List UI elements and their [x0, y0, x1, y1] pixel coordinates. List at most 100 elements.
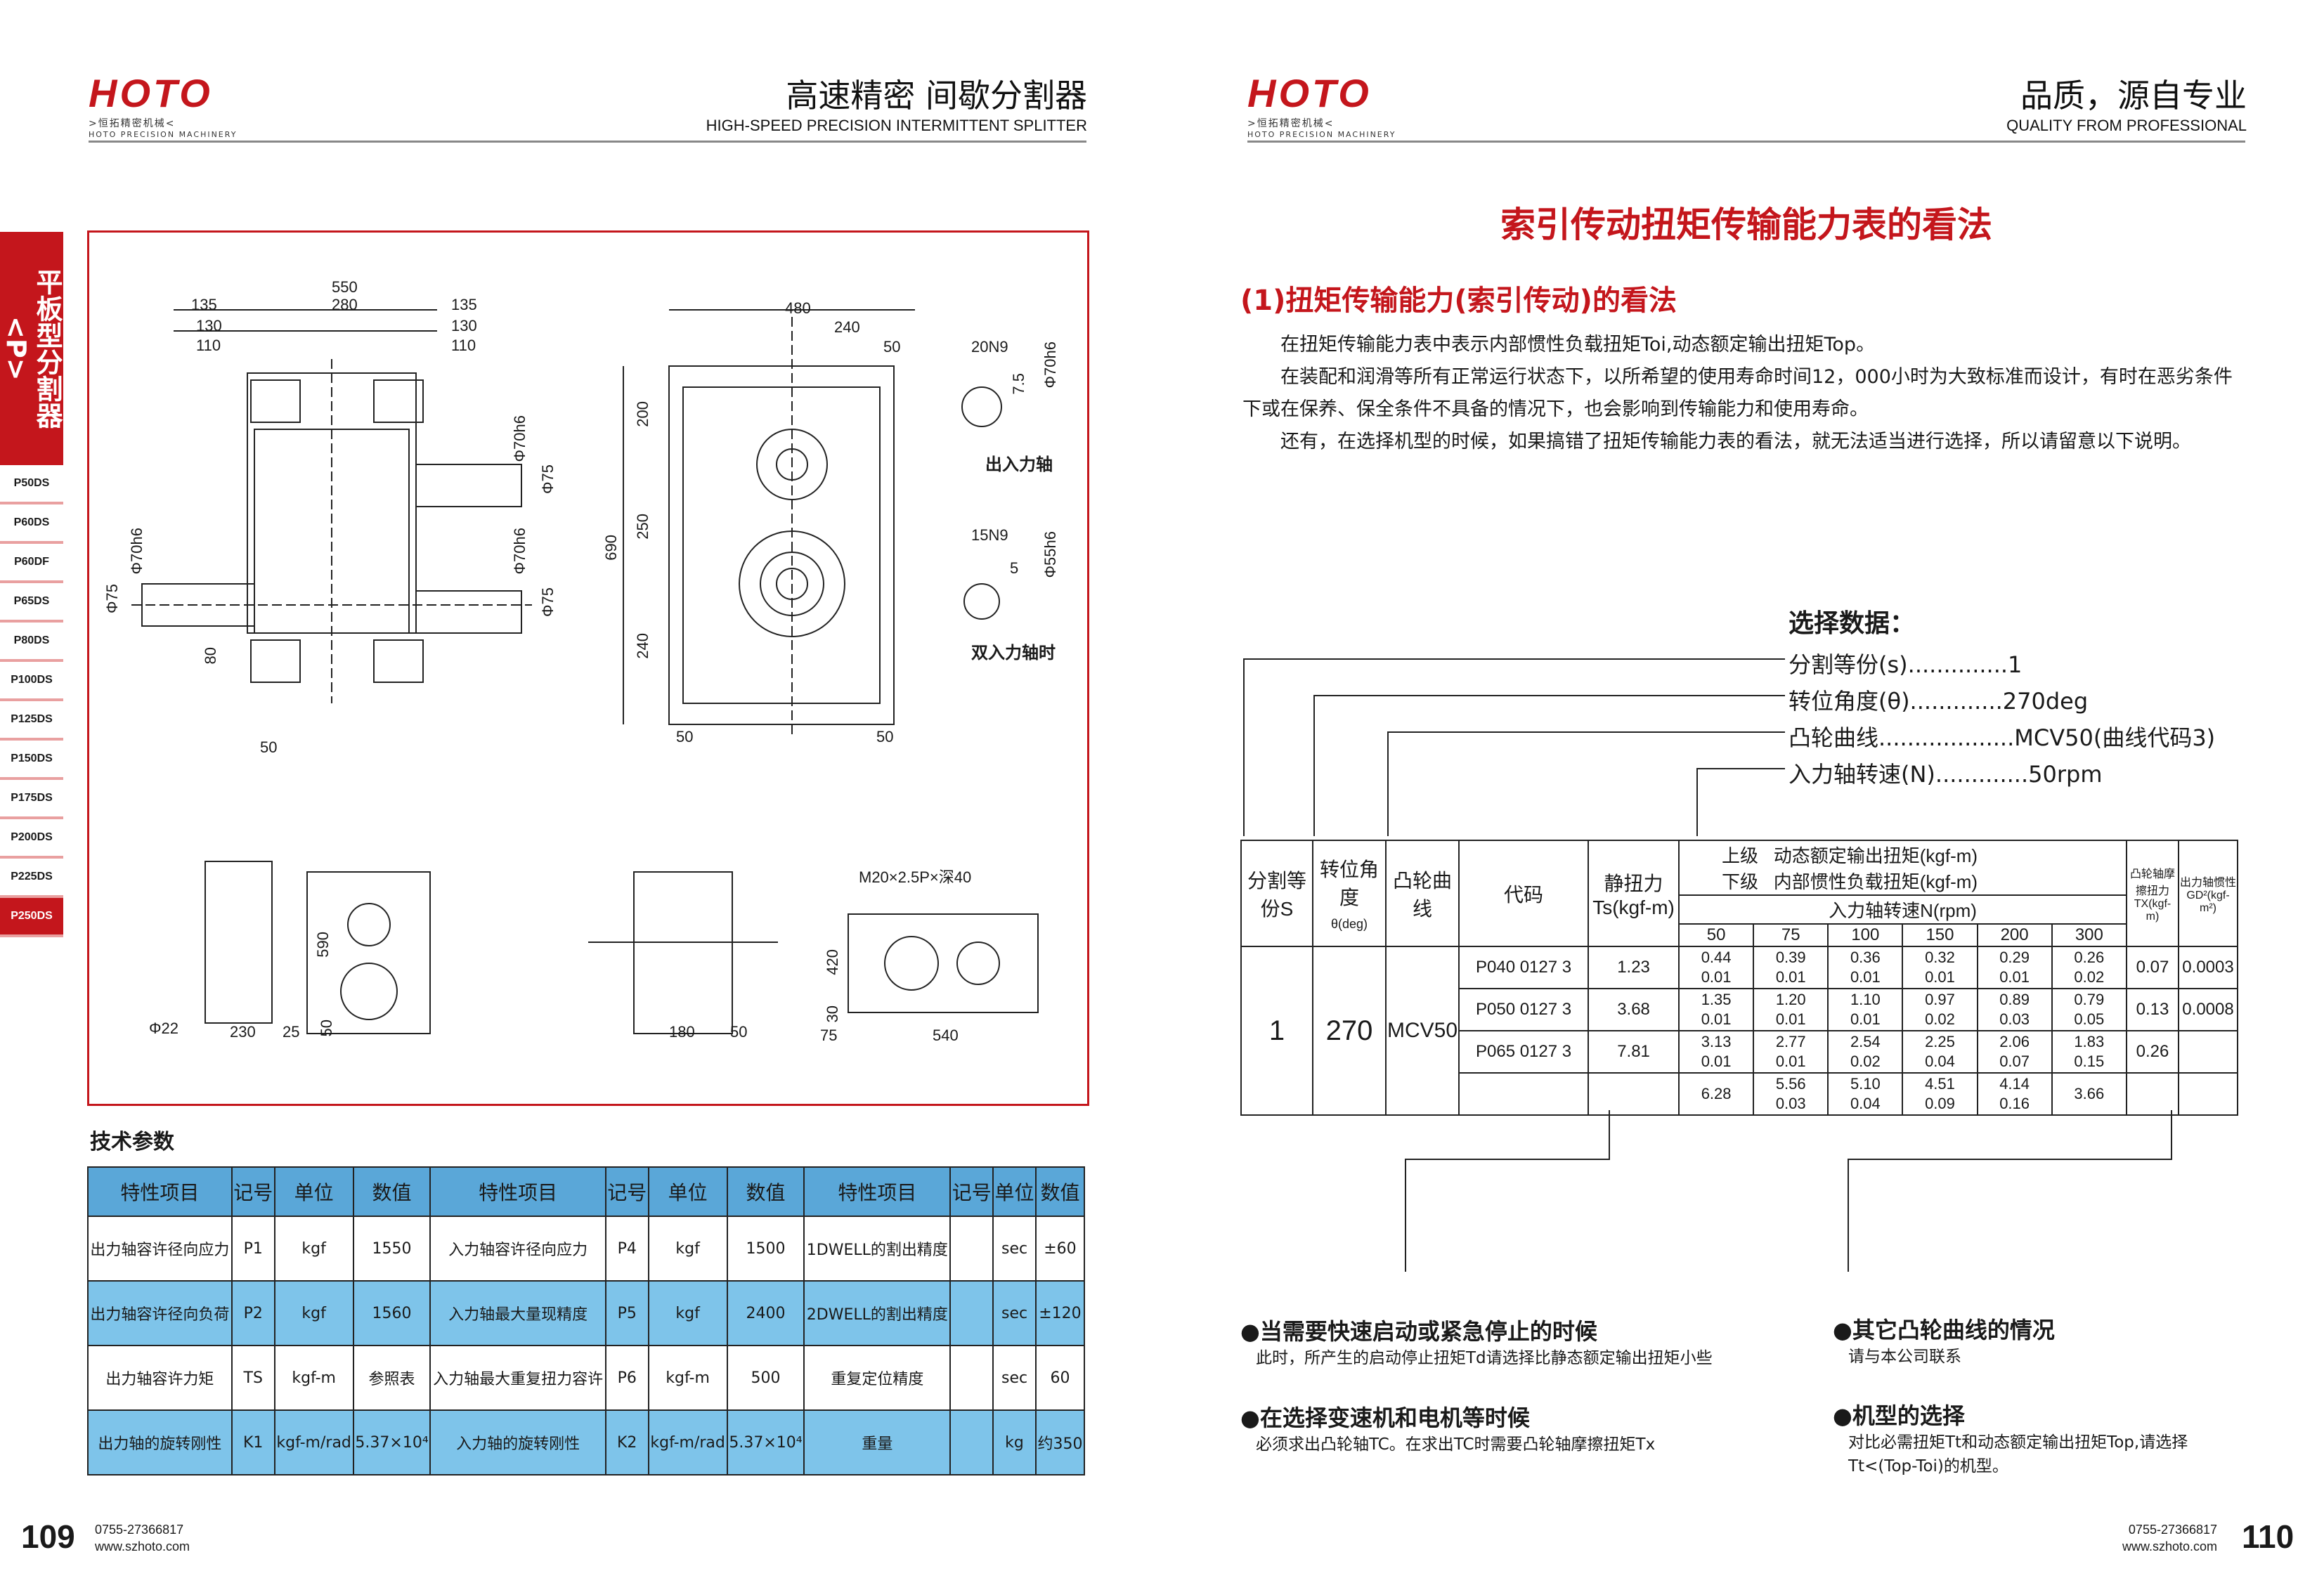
dim-230: 230: [230, 1023, 256, 1041]
upper-value: 1.83: [2074, 1033, 2105, 1050]
cell-divisions-value: 1: [1240, 946, 1313, 1116]
spec-cell: P1: [231, 1216, 275, 1282]
right-footer: 110: [2242, 1518, 2294, 1556]
sidebar-item[interactable]: P200DS: [0, 819, 63, 859]
spec-cell: [949, 1345, 994, 1411]
sidebar-item[interactable]: P60DF: [0, 544, 63, 583]
note-1: ●当需要快速启动或紧急停止的时候 此时，所产生的启动停止扭矩Td请选择比静态额定…: [1240, 1318, 1713, 1367]
spec-cell: TS: [231, 1345, 275, 1411]
sidebar-item[interactable]: P150DS: [0, 741, 63, 780]
spec-cell: kgf-m: [273, 1345, 354, 1411]
col-speed: 入力轴转速N(rpm): [1678, 894, 2127, 925]
paragraph-1: 在扭矩传输能力表中表示内部惯性负载扭矩Toi,动态额定输出扭矩Top。: [1280, 334, 1876, 356]
static-torque-cell: 7.81: [1588, 1030, 1680, 1074]
spec-cell: 出力轴容许力矩: [87, 1345, 233, 1411]
select-item: 入力轴转速(N).............50rpm: [1789, 761, 2103, 788]
lower-value: 0.02: [2074, 968, 2105, 986]
shaft-in-label: 双入力轴时: [971, 644, 1056, 663]
thread-callout: M20×2.5P×深40: [859, 868, 972, 886]
spec-cell: 1550: [352, 1216, 431, 1282]
spec-cell: 1500: [726, 1216, 805, 1282]
page-number: 109: [21, 1518, 75, 1555]
dim-50-bottom-r: 50: [730, 1023, 748, 1041]
logo-sub-cn: >恒拓精密机械<: [1247, 118, 1335, 129]
lower-value: 0.02: [1925, 1010, 1955, 1028]
spec-cell: sec: [992, 1216, 1037, 1282]
sidebar-item[interactable]: P80DS: [0, 623, 63, 662]
col-static: 静扭力Ts(kgf-m): [1588, 840, 1680, 947]
sidebar-item[interactable]: P50DS: [0, 465, 63, 504]
dim-50-front: 50: [260, 738, 278, 756]
spec-cell: 入力轴的旋转刚性: [429, 1409, 606, 1475]
shaft-out-label: 出入力轴: [985, 455, 1053, 474]
upper-value: 0.29: [1999, 949, 2030, 966]
sidebar-item[interactable]: P225DS: [0, 859, 63, 898]
sidebar-item[interactable]: P60DS: [0, 504, 63, 544]
spec-cell: 出力轴容许径向负荷: [87, 1280, 233, 1346]
cell-angle-value: 270: [1312, 946, 1387, 1116]
lower-value: 0.07: [1999, 1053, 2030, 1070]
lower-value: 0.01: [1775, 968, 1806, 986]
dim-130-right: 130: [451, 317, 477, 334]
spec-cell: sec: [992, 1280, 1037, 1346]
dim-480: 480: [785, 299, 811, 317]
sidebar-item[interactable]: P65DS: [0, 583, 63, 623]
website[interactable]: www.szhoto.com: [2122, 1539, 2218, 1553]
spec-header-cell: 单位: [273, 1166, 354, 1217]
tx-cell: 0.13: [2126, 988, 2179, 1031]
select-item: 凸轮曲线...................MCV50(曲线代码3): [1789, 724, 2216, 751]
upper-value: 0.79: [2074, 991, 2105, 1008]
upper-value: 0.44: [1701, 949, 1732, 966]
lower-value: 0.04: [1850, 1095, 1881, 1112]
upper-value: 1.35: [1701, 991, 1732, 1008]
dim-50-bottom: 50: [318, 1019, 335, 1037]
spec-cell: kgf: [647, 1280, 728, 1346]
code-cell: P065 0127 3: [1458, 1030, 1590, 1074]
gd-cell: [2178, 1072, 2238, 1116]
static-torque-cell: [1588, 1072, 1680, 1116]
note-4: ●机型的选择 对比必需扭矩Tt和动态额定输出扭矩Top,请选择Tt<(Top-T…: [1833, 1402, 2188, 1475]
sidebar-item[interactable]: P100DS: [0, 662, 63, 701]
upper-value: 2.77: [1775, 1033, 1806, 1050]
upper-value: 2.54: [1850, 1033, 1881, 1050]
sidebar-item[interactable]: P175DS: [0, 780, 63, 819]
spec-cell: 1DWELL的割出精度: [803, 1216, 952, 1282]
website[interactable]: www.szhoto.com: [95, 1539, 190, 1553]
logo-sub-cn: >恒拓精密机械<: [89, 118, 176, 129]
spec-cell: kgf-m/rad: [273, 1409, 354, 1475]
right-header: 品质，源自专业 QUALITY FROM PROFESSIONAL: [1684, 70, 2247, 135]
speed-header-cell: 200: [1976, 923, 2053, 947]
dim-80: 80: [202, 647, 219, 665]
logo-sub-en: HOTO PRECISION MACHINERY: [1247, 130, 1396, 139]
spec-cell: 60: [1034, 1345, 1086, 1411]
spec-cell: P2: [231, 1280, 275, 1346]
dim-180: 180: [669, 1023, 695, 1041]
page-number: 110: [2242, 1518, 2294, 1555]
dim-250: 250: [634, 514, 651, 540]
spec-header-cell: 记号: [949, 1166, 994, 1217]
upper-value: 0.36: [1850, 949, 1881, 966]
sidebar-item[interactable]: P125DS: [0, 701, 63, 741]
sidebar-item[interactable]: P250DS: [0, 898, 63, 937]
spec-cell: 约350: [1034, 1409, 1086, 1475]
lower-value: 0.01: [1925, 968, 1955, 986]
spec-cell: K2: [604, 1409, 649, 1475]
torque-cell: 6.28: [1678, 1072, 1755, 1116]
lower-value: 0.03: [1775, 1095, 1806, 1112]
spec-header-cell: 特性项目: [429, 1166, 606, 1217]
static-torque-cell: 1.23: [1588, 946, 1680, 989]
lower-value: 0.02: [1850, 1053, 1881, 1070]
spec-cell: kgf-m: [647, 1345, 728, 1411]
